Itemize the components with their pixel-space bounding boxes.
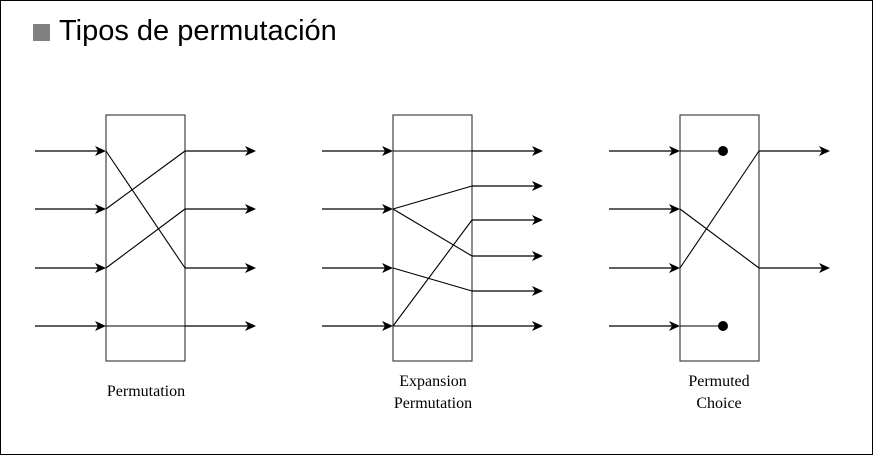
label-expansion-permutation: Expansion Permutation [353,371,513,415]
input-arrow-arrowhead-icon [382,146,393,156]
label-permutation: Permutation [66,381,226,403]
input-arrow-arrowhead-icon [95,321,106,331]
permutation-wire [392,219,473,327]
permutation-wire [392,267,473,292]
dropped-bit-dot-icon [718,146,728,156]
permutation-box [105,114,186,362]
input-arrow-arrowhead-icon [95,146,106,156]
permutation-wire [105,150,186,210]
output-arrow-arrowhead-icon [532,321,543,331]
label-line: Expansion [399,373,467,390]
output-arrow-arrowhead-icon [532,181,543,191]
output-arrow-arrowhead-icon [245,146,256,156]
label-line: Permutation [393,395,473,412]
permutation-wire [679,150,760,269]
label-permuted-choice: Permuted Choice [639,371,799,415]
output-arrow-arrowhead-icon [245,204,256,214]
title-text: Tipos de permutación [59,15,337,47]
permutation-wire [105,208,186,269]
input-arrow-arrowhead-icon [669,321,680,331]
output-arrow-arrowhead-icon [532,251,543,261]
permutation-wire [679,208,760,269]
input-arrow-arrowhead-icon [669,146,680,156]
label-line: Permutation [106,383,186,400]
permutation-box [679,114,760,362]
permutation-wire [392,208,473,257]
input-arrow-arrowhead-icon [382,321,393,331]
label-line: Permuted [688,373,750,390]
dropped-bit-dot-icon [718,321,728,331]
output-arrow-arrowhead-icon [532,215,543,225]
permutation-wire [392,185,473,210]
permutation-box [392,114,473,362]
square-bullet-icon [33,24,50,41]
output-arrow-arrowhead-icon [532,286,543,296]
output-arrow-arrowhead-icon [532,146,543,156]
output-arrow-arrowhead-icon [819,146,830,156]
input-arrow-arrowhead-icon [669,204,680,214]
input-arrow-arrowhead-icon [382,263,393,273]
slide-title: Tipos de permutación [33,15,337,48]
output-arrow-arrowhead-icon [245,321,256,331]
input-arrow-arrowhead-icon [669,263,680,273]
output-arrow-arrowhead-icon [245,263,256,273]
permutation-wire [105,150,186,269]
output-arrow-arrowhead-icon [819,263,830,273]
input-arrow-arrowhead-icon [95,263,106,273]
input-arrow-arrowhead-icon [382,204,393,214]
label-line: Choice [696,395,742,412]
input-arrow-arrowhead-icon [95,204,106,214]
